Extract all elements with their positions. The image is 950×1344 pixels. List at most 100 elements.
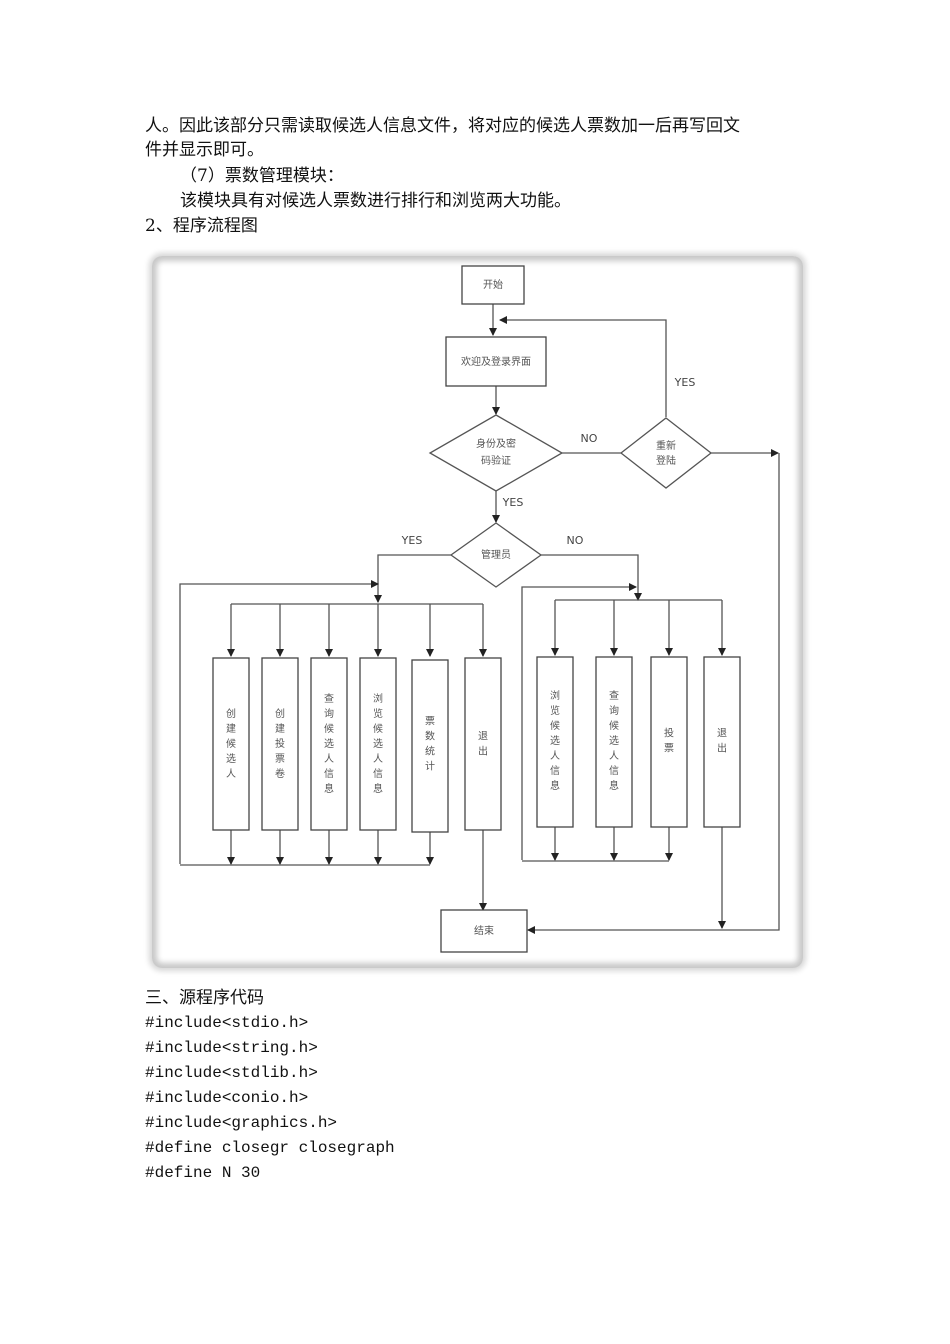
node-label-char: 出 <box>478 745 488 758</box>
user-action-4 <box>703 656 741 828</box>
node-label-char: 息 <box>324 782 334 795</box>
user-action-label-4: 退出 <box>717 728 727 755</box>
module-description: 该模块具有对候选人票数进行排行和浏览两大功能。 <box>180 191 571 211</box>
code-line: #define closegr closegraph <box>145 1139 395 1157</box>
code-line: #include<string.h> <box>145 1039 318 1057</box>
node-label-char: 票 <box>275 753 285 765</box>
node-label-char: 建 <box>275 722 285 735</box>
node-label-char: 数 <box>425 730 435 743</box>
paragraph-line-2: 件并显示即可。 <box>145 140 264 160</box>
end-node <box>440 909 528 953</box>
admin-loop-back-line <box>179 580 379 864</box>
node-label-char: 创 <box>226 707 236 720</box>
node-label-char: 信 <box>609 765 619 777</box>
node-label-char: 浏 <box>373 692 383 705</box>
verify-yes-label: YES <box>502 496 524 509</box>
node-label-char: 候 <box>324 722 334 735</box>
admin-action-4 <box>359 657 397 831</box>
code-line: #include<conio.h> <box>145 1089 309 1107</box>
admin-no-label: NO <box>567 534 584 547</box>
code-line: #define N 30 <box>145 1164 261 1182</box>
node-label-char: 建 <box>226 722 236 735</box>
user-loop-back-line <box>521 583 637 860</box>
node-label-char: 创 <box>275 707 285 720</box>
node-label-char: 票 <box>425 716 435 728</box>
node-label-char: 候 <box>609 719 619 732</box>
node-label-char: 卷 <box>275 767 285 780</box>
admin-action-3 <box>310 657 348 831</box>
flowchart-heading: 2、程序流程图 <box>145 216 258 236</box>
node-label-char: 候 <box>226 737 236 750</box>
admin-action-1 <box>212 657 250 831</box>
relogin-label-line2: 登陆 <box>656 454 676 467</box>
node-label-char: 人 <box>609 750 619 762</box>
node-label-char: 出 <box>717 742 727 755</box>
node-label-char: 人 <box>550 750 560 762</box>
admin-action-label-6: 退出 <box>478 731 488 758</box>
admin-action-5 <box>411 659 449 833</box>
node-label-char: 统 <box>425 745 435 758</box>
source-code-heading: 三、源程序代码 <box>145 988 264 1008</box>
node-label-char: 信 <box>550 765 560 777</box>
user-action-label-3: 投票 <box>664 727 674 755</box>
node-label-char: 息 <box>550 779 560 792</box>
relogin-diamond <box>619 417 713 489</box>
admin-yes-arrow <box>374 554 451 603</box>
right-exit-line <box>527 453 780 934</box>
node-label-char: 息 <box>373 782 383 795</box>
admin-action-6 <box>464 657 502 831</box>
user-action-1 <box>536 656 574 828</box>
node-label-char: 选 <box>550 734 560 747</box>
node-label-char: 选 <box>324 737 334 750</box>
node-label-char: 浏 <box>550 689 560 702</box>
user-action-3 <box>650 656 688 828</box>
node-label-char: 计 <box>425 760 435 773</box>
node-label-char: 览 <box>550 704 560 717</box>
admin-action-2 <box>261 657 299 831</box>
user-action-2 <box>595 656 633 828</box>
code-line: #include<stdlib.h> <box>145 1064 318 1082</box>
node-label-char: 询 <box>324 707 334 720</box>
node-label-char: 人 <box>324 753 334 765</box>
verify-label-line2: 码验证 <box>481 454 511 467</box>
relogin-label-line1: 重新 <box>656 439 676 452</box>
node-label-char: 人 <box>373 753 383 765</box>
start-label: 开始 <box>483 278 503 291</box>
node-label-char: 选 <box>226 752 236 765</box>
login-screen-node <box>445 336 547 387</box>
end-label: 结束 <box>474 924 494 937</box>
verify-diamond <box>428 414 564 492</box>
admin-diamond <box>449 522 543 588</box>
node-label-char: 退 <box>478 731 488 743</box>
node-label-char: 查 <box>609 689 619 702</box>
node-label-char: 退 <box>717 728 727 740</box>
paragraph-line-1: 人。因此该部分只需读取候选人信息文件，将对应的候选人票数加一后再写回文 <box>145 116 740 136</box>
verify-no-label: NO <box>581 432 598 445</box>
node-label-char: 选 <box>609 734 619 747</box>
node-label-char: 投 <box>275 737 285 750</box>
relogin-yes-arrow <box>499 316 667 417</box>
node-label-char: 候 <box>373 722 383 735</box>
node-label-char: 选 <box>373 737 383 750</box>
node-label-char: 询 <box>609 704 619 717</box>
node-label-char: 投 <box>664 727 674 740</box>
relogin-yes-label: YES <box>674 376 696 389</box>
start-node <box>461 265 525 305</box>
module-heading: （7）票数管理模块： <box>180 166 344 186</box>
admin-label: 管理员 <box>481 548 511 561</box>
admin-no-arrow <box>541 554 642 601</box>
node-label-char: 览 <box>373 707 383 720</box>
login-screen-label: 欢迎及登录界面 <box>461 355 531 368</box>
node-label-char: 息 <box>609 779 619 792</box>
verify-label-line1: 身份及密 <box>476 437 516 450</box>
node-label-char: 信 <box>324 768 334 780</box>
code-line: #include<graphics.h> <box>145 1114 338 1132</box>
